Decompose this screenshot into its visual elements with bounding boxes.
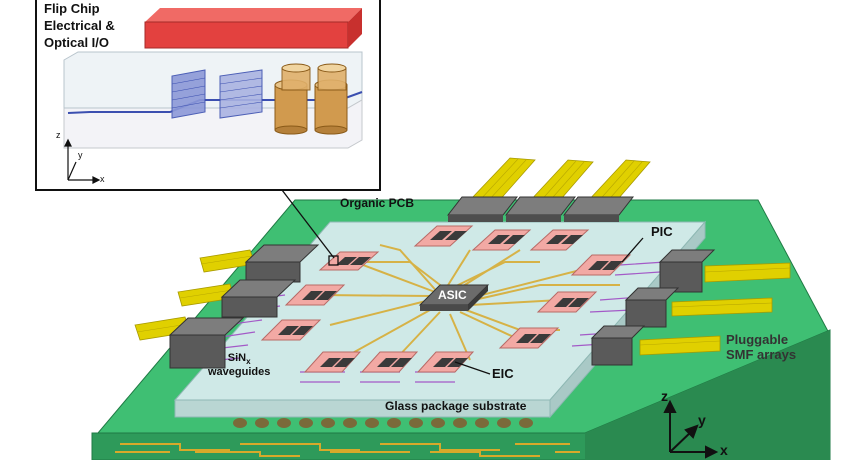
inset-axis-x-label: x — [100, 174, 105, 184]
waveguides-label: waveguides — [208, 366, 271, 379]
chip-top-1 — [413, 225, 474, 247]
chip-top-2 — [471, 229, 532, 251]
pic-label: PIC — [651, 224, 673, 239]
axis-x-label: x — [720, 442, 728, 458]
chip-right-2 — [536, 291, 598, 313]
connectors — [168, 196, 716, 369]
axis-z-label: z — [661, 388, 668, 404]
asic-chip — [418, 284, 490, 311]
sinx-subscript: x — [246, 357, 251, 367]
chip-right-3 — [498, 327, 560, 349]
pluggable-smf-label: Pluggable SMF arrays — [726, 332, 797, 363]
inset-via-stack-1 — [171, 69, 206, 119]
chip-bottom-2 — [360, 351, 419, 373]
pluggable-label: Pluggable — [726, 332, 789, 347]
sinx-label: SiN — [227, 352, 247, 364]
inset-via-stack-2 — [219, 69, 263, 119]
asic-label: ASIC — [438, 288, 467, 302]
pcb-side-traces — [115, 443, 580, 457]
chip-right-1 — [570, 254, 632, 276]
inset-box — [35, 0, 381, 191]
fiber-stripes — [136, 158, 791, 346]
chip-bottom-3 — [416, 351, 475, 373]
main-axes — [663, 399, 719, 459]
chip-left-3 — [260, 319, 322, 341]
inset-title-line-1: Flip Chip — [44, 1, 100, 16]
inset-axes — [64, 138, 101, 184]
sinx-waveguides-label: SiNx waveguides — [208, 352, 270, 379]
chip-left-2 — [284, 284, 346, 306]
chip-bottom-1 — [303, 351, 362, 373]
inset-title-line-3: Optical I/O — [44, 35, 110, 50]
inset-axis-y-label: y — [78, 150, 83, 160]
solder-bumps — [233, 418, 533, 428]
axis-y-label: y — [698, 412, 706, 428]
inset-tsv-cylinders — [274, 63, 348, 135]
eic-label: EIC — [492, 366, 514, 381]
inset-axis-z-label: z — [56, 130, 61, 140]
chip-top-3 — [529, 229, 590, 251]
organic-pcb-label: Organic PCB — [340, 196, 415, 210]
glass-substrate-label: Glass package substrate — [385, 399, 527, 413]
smf-arrays-label: SMF arrays — [726, 346, 797, 362]
inset-title: Flip Chip Electrical & Optical I/O — [44, 0, 115, 51]
fiber-arrays — [134, 157, 791, 356]
pic-chips — [260, 225, 632, 373]
leader-lines — [281, 189, 644, 375]
inset-title-line-2: Electrical & — [44, 18, 115, 33]
